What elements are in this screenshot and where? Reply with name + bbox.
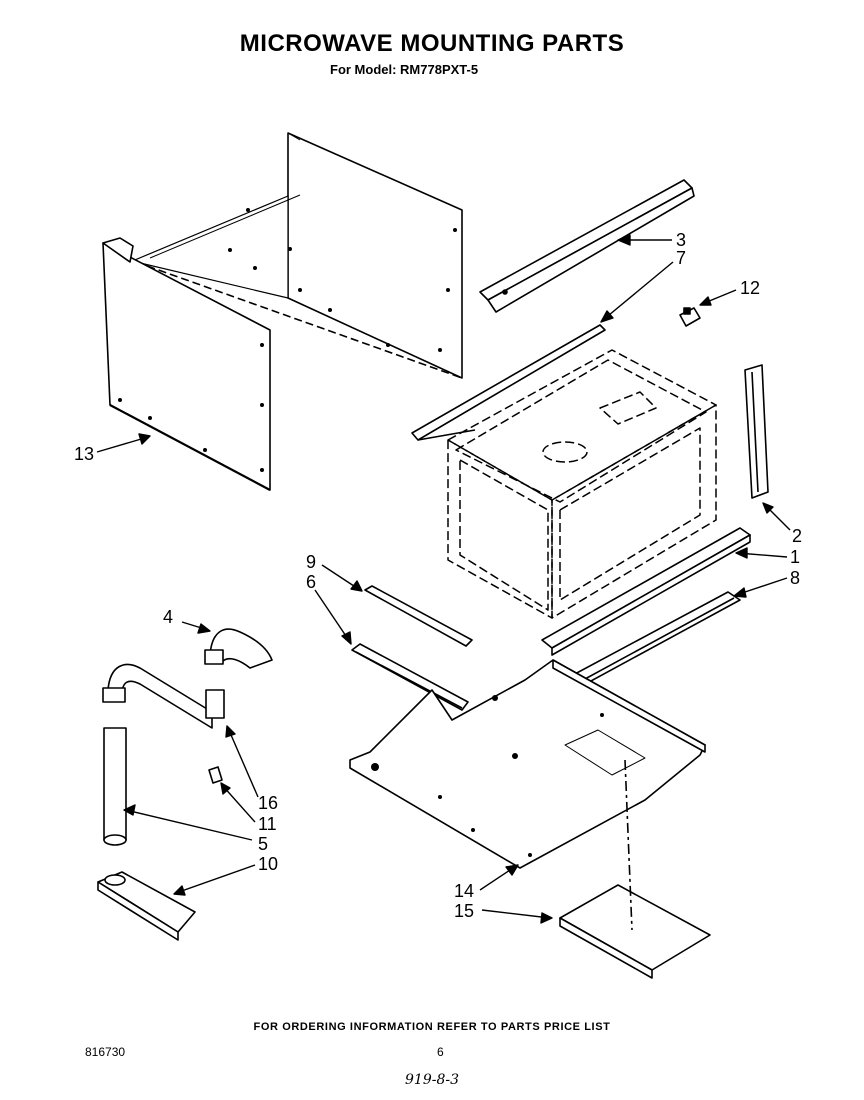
callout-6: 6 bbox=[306, 572, 316, 592]
callout-16: 16 bbox=[258, 793, 278, 813]
part-13-mounting-panels bbox=[102, 132, 463, 491]
document-number: 816730 bbox=[85, 1045, 126, 1059]
part-6-bracket bbox=[351, 643, 469, 711]
part-16-elbow-pipe bbox=[102, 663, 225, 729]
part-9-bracket bbox=[364, 585, 473, 647]
callout-7: 7 bbox=[676, 248, 686, 268]
part-4-vent-duct bbox=[204, 628, 273, 669]
callout-1: 1 bbox=[790, 547, 800, 567]
microwave-outline bbox=[447, 349, 717, 619]
part-2-side-trim bbox=[744, 364, 769, 499]
part-11-screw bbox=[208, 766, 223, 784]
callout-13: 13 bbox=[74, 444, 94, 464]
callout-5: 5 bbox=[258, 834, 268, 854]
callout-9: 9 bbox=[306, 552, 316, 572]
callout-labels: 3 7 12 13 2 1 8 9 6 4 16 11 5 10 14 15 bbox=[74, 230, 802, 921]
model-line: For Model: RM778PXT-5 bbox=[330, 62, 479, 77]
callout-15: 15 bbox=[454, 901, 474, 921]
callout-10: 10 bbox=[258, 854, 278, 874]
handwritten-date: 919-8-3 bbox=[405, 1072, 459, 1088]
callout-3: 3 bbox=[676, 230, 686, 250]
ordering-note: FOR ORDERING INFORMATION REFER TO PARTS … bbox=[253, 1021, 611, 1033]
callout-11: 11 bbox=[258, 814, 277, 834]
callout-2: 2 bbox=[792, 526, 802, 546]
part-3-top-rail bbox=[479, 179, 695, 313]
callout-14: 14 bbox=[454, 881, 474, 901]
page-number: 6 bbox=[437, 1045, 444, 1059]
part-15-drip-tray bbox=[559, 759, 711, 979]
leader-lines bbox=[96, 234, 791, 924]
part-5-vent-tube bbox=[103, 727, 127, 846]
part-12-clip bbox=[679, 307, 701, 327]
diagram-title: MICROWAVE MOUNTING PARTS bbox=[239, 30, 625, 57]
part-7-front-rail bbox=[411, 324, 606, 441]
callout-8: 8 bbox=[790, 568, 800, 588]
part-14-mounting-plate bbox=[349, 659, 706, 869]
callout-4: 4 bbox=[163, 607, 173, 627]
part-1-front-trim bbox=[541, 527, 751, 656]
part-10-vent-base bbox=[97, 871, 196, 941]
callout-12: 12 bbox=[740, 278, 760, 298]
